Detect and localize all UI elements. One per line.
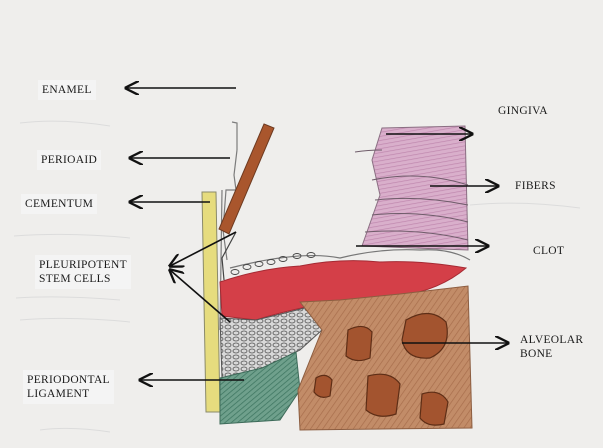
- label-cementum: CEMENTUM: [21, 194, 97, 214]
- label-alveolar-bone: ALVEOLAR BONE: [520, 333, 583, 361]
- label-periodontal-line2: LIGAMENT: [27, 387, 110, 401]
- label-clot: CLOT: [533, 244, 564, 258]
- label-fibers: FIBERS: [515, 179, 556, 193]
- label-periodontal-ligament: PERIODONTAL LIGAMENT: [23, 370, 114, 404]
- label-pleuripotent-line1: PLEURIPOTENT: [39, 258, 127, 272]
- label-enamel: ENAMEL: [38, 80, 96, 100]
- label-periodontal-line1: PERIODONTAL: [27, 373, 110, 387]
- label-gingiva: GINGIVA: [498, 104, 548, 118]
- label-pleuripotent-stem-cells: PLEURIPOTENT STEM CELLS: [35, 255, 131, 289]
- cementum-layer: [202, 192, 220, 412]
- label-pleuripotent-line2: STEM CELLS: [39, 272, 127, 286]
- perioaid-device: [219, 124, 274, 234]
- label-perioaid: PERIOAID: [37, 150, 101, 170]
- label-alveolar-line2: BONE: [520, 347, 583, 361]
- label-alveolar-line1: ALVEOLAR: [520, 333, 583, 347]
